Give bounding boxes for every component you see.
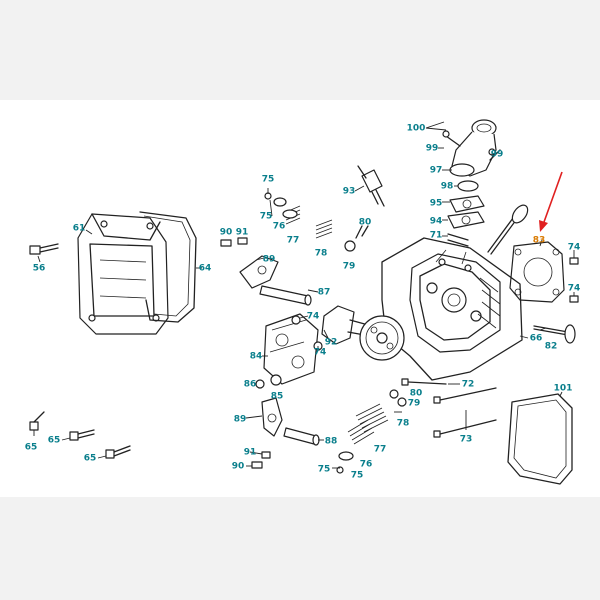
- callout-56: 56: [33, 264, 46, 274]
- callout-77-b: 77: [374, 445, 387, 455]
- retainer-76-upper: [282, 209, 298, 219]
- callout-89-a: 89: [263, 255, 276, 265]
- spark-plug: [357, 165, 385, 207]
- callout-labels: 100 99 99 97 98 95 94 71 83 74 74 82 66 …: [25, 124, 581, 481]
- callout-77-a: 77: [287, 236, 300, 246]
- stud-72: [407, 381, 447, 385]
- stud-71: [447, 233, 469, 247]
- valve-cover: [77, 213, 169, 335]
- callout-100: 100: [407, 124, 426, 134]
- valve-cover-gasket: [139, 211, 197, 323]
- camshaft: [321, 305, 405, 361]
- callout-74-d: 74: [314, 348, 327, 358]
- callout-89-b: 89: [234, 415, 247, 425]
- bolt-86: [255, 379, 265, 389]
- callout-92: 92: [325, 338, 338, 348]
- valve-spring-78-upper: [315, 219, 333, 239]
- valve-spring-77-upper: [273, 197, 301, 225]
- callout-90-b: 90: [232, 462, 245, 472]
- callout-90-a: 90: [220, 228, 233, 238]
- callout-75-b: 75: [260, 212, 273, 222]
- callout-83[interactable]: 83: [533, 236, 546, 246]
- gasket-95: [449, 195, 485, 213]
- rocker-arm-lower: [261, 397, 283, 437]
- seal-79-lower: [397, 397, 407, 407]
- intake-valve: [487, 204, 529, 255]
- callout-99-b: 99: [491, 150, 504, 160]
- exhaust-valve: [533, 324, 576, 344]
- callout-66: 66: [530, 334, 543, 344]
- callout-65-a: 65: [25, 443, 38, 453]
- gasket-101: [507, 393, 573, 485]
- callout-99-a: 99: [426, 144, 439, 154]
- callout-76-b: 76: [360, 460, 373, 470]
- callout-78-b: 78: [397, 419, 410, 429]
- callout-95: 95: [430, 199, 443, 209]
- callout-79-b: 79: [408, 399, 421, 409]
- callout-80-b: 80: [410, 389, 423, 399]
- callout-86: 86: [244, 380, 257, 390]
- callout-72: 72: [462, 380, 475, 390]
- bolt-90-lower: [251, 461, 263, 469]
- valve-spring-lower: [347, 403, 389, 445]
- callout-76-a: 76: [273, 222, 286, 232]
- bolt-90-upper: [220, 239, 232, 247]
- seal-79-upper: [344, 225, 363, 252]
- retainer-76-lower: [338, 451, 354, 461]
- stud-73: [439, 387, 497, 435]
- washer-85: [270, 374, 282, 386]
- pin-74-d: [291, 315, 301, 325]
- callout-65-b: 65: [48, 436, 61, 446]
- highlight-arrow: [539, 171, 563, 232]
- callout-71: 71: [430, 231, 443, 241]
- bolt-65-c: [105, 445, 131, 459]
- bolt-56: [29, 243, 59, 255]
- callout-85: 85: [271, 392, 284, 402]
- callout-98: 98: [441, 182, 454, 192]
- callout-74-b: 74: [568, 284, 581, 294]
- pin-91-lower: [261, 451, 271, 459]
- head-gasket-83: [509, 241, 565, 303]
- callout-91-b: 91: [244, 448, 257, 458]
- dowel-74-a: [569, 257, 579, 265]
- callout-75-a: 75: [262, 175, 275, 185]
- rocker-arm-upper: [239, 255, 279, 289]
- gasket-94: [447, 211, 485, 229]
- pin-80-lower: [389, 389, 399, 399]
- callout-82: 82: [545, 342, 558, 352]
- rocker-shaft-lower: [283, 427, 320, 446]
- callout-101: 101: [554, 384, 573, 394]
- cam-holder: [263, 313, 319, 385]
- callout-97: 97: [430, 166, 443, 176]
- callout-73: 73: [460, 435, 473, 445]
- callout-84: 84: [250, 352, 263, 362]
- callout-74-a: 74: [568, 243, 581, 253]
- callout-74-c: 74: [307, 312, 320, 322]
- callout-87: 87: [318, 288, 331, 298]
- callout-78-a: 78: [315, 249, 328, 259]
- cotter-75-lower: [336, 466, 344, 474]
- callout-64: 64: [199, 264, 212, 274]
- callout-94: 94: [430, 217, 443, 227]
- callout-93: 93: [343, 187, 356, 197]
- callout-91-a: 91: [236, 228, 249, 238]
- callout-75-d: 75: [351, 471, 364, 481]
- callout-75-c: 75: [318, 465, 331, 475]
- insulator-98: [457, 180, 479, 192]
- bolt-65-b: [69, 429, 95, 441]
- leader-lines: [33, 121, 575, 469]
- rocker-shaft: [259, 285, 312, 306]
- cylinder-head: [381, 237, 523, 381]
- pin-80-upper: [361, 225, 369, 237]
- callout-65-c: 65: [84, 454, 97, 464]
- callout-80-a: 80: [359, 218, 372, 228]
- callout-88: 88: [325, 437, 338, 447]
- callout-79-a: 79: [343, 262, 356, 272]
- callout-61: 61: [73, 224, 86, 234]
- pin-91-upper: [237, 237, 248, 245]
- dowel-74-b: [569, 295, 579, 303]
- bolt-65-a: [29, 411, 45, 431]
- intake-manifold: [445, 119, 501, 177]
